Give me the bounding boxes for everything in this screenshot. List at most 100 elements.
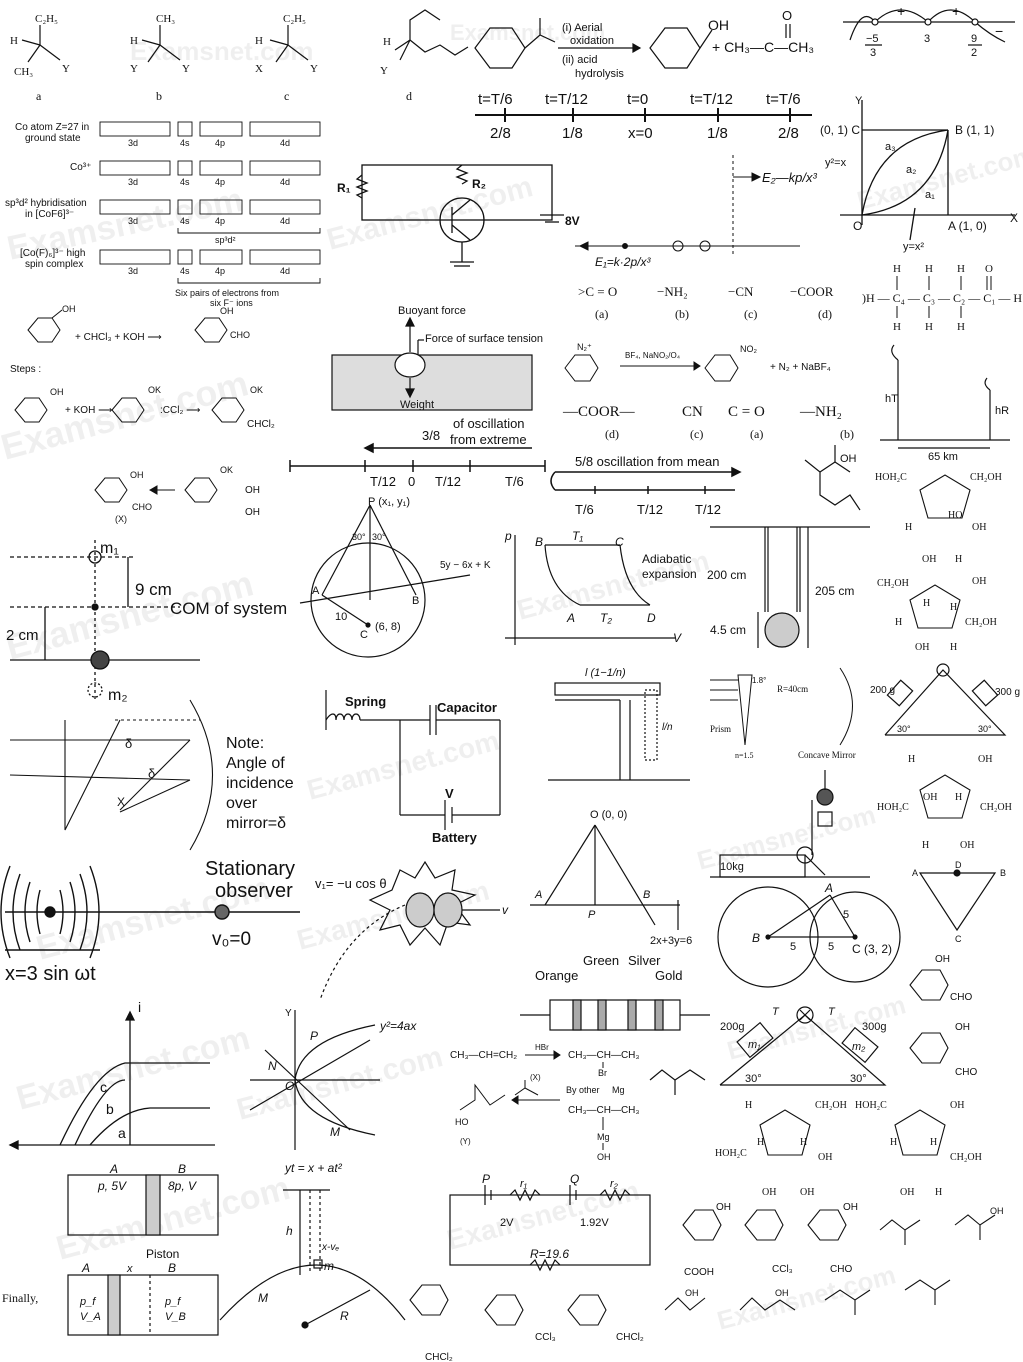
svg-text:H: H xyxy=(800,1137,807,1148)
svg-text:5: 5 xyxy=(828,941,834,953)
svg-text:By other: By other xyxy=(566,1085,600,1095)
svg-text:i: i xyxy=(138,999,141,1015)
svg-text:30°: 30° xyxy=(850,1073,867,1085)
svg-text:OH: OH xyxy=(50,387,64,397)
svg-text:Mg: Mg xyxy=(612,1085,625,1095)
svg-text:m₁: m₁ xyxy=(748,1039,761,1051)
svg-text:Y: Y xyxy=(130,63,138,75)
svg-text:p: p xyxy=(504,529,512,543)
svg-text:m₁: m₁ xyxy=(100,540,119,557)
svg-text:(d): (d) xyxy=(818,307,832,321)
svg-text:CHCl₂: CHCl₂ xyxy=(247,419,275,430)
phenoxide-row: CHCl₂ CCl₃ CHCl₂ OH OH xyxy=(409,1279,951,1362)
svg-text:1.92V: 1.92V xyxy=(580,1217,609,1229)
svg-text:Examsnet.com: Examsnet.com xyxy=(450,20,605,45)
svg-text:p_f: p_f xyxy=(164,1296,181,1308)
svg-text:A: A xyxy=(109,1162,118,1176)
svg-text:H: H xyxy=(383,36,391,48)
svg-text:V_A: V_A xyxy=(80,1311,101,1323)
svg-text:−COOR: −COOR xyxy=(790,284,834,299)
svg-text:x=3 sin ωt: x=3 sin ωt xyxy=(5,963,96,985)
svg-text:CHO: CHO xyxy=(230,330,250,340)
grignard-synthesis: CH₃—CH=CH₂ HBr CH₃—CH—CH₃ Br (X) By othe… xyxy=(450,1043,639,1162)
svg-text:CHO: CHO xyxy=(950,992,972,1003)
svg-text:δ: δ xyxy=(148,766,155,781)
svg-text:expansion: expansion xyxy=(642,567,697,581)
svg-text:t=T/6: t=T/6 xyxy=(766,91,801,108)
svg-text:OH: OH xyxy=(950,1100,964,1111)
svg-text:x=0: x=0 xyxy=(628,125,653,142)
svg-text:oxidation: oxidation xyxy=(570,35,614,47)
svg-text:Force of surface tension: Force of surface tension xyxy=(425,333,543,345)
svg-text:3: 3 xyxy=(870,47,876,59)
svg-text:4d: 4d xyxy=(280,216,290,226)
svg-text:T/6: T/6 xyxy=(505,474,524,489)
svg-text:r₁: r₁ xyxy=(520,1178,528,1190)
oscillation-ruler: 3/8 of oscillation from extreme T/12 0 T… xyxy=(289,416,742,517)
svg-text:a₃: a₃ xyxy=(885,141,896,153)
svg-text:from extreme: from extreme xyxy=(450,432,527,447)
prism-concave: 1.8° R=40cm Prism n=1.5 Concave Mirror xyxy=(710,667,856,760)
svg-text:NO₂: NO₂ xyxy=(740,344,758,354)
svg-text:OH: OH xyxy=(716,1202,731,1213)
svg-text:Capacitor: Capacitor xyxy=(437,700,497,715)
svg-text:P: P xyxy=(310,1029,318,1043)
svg-text:A: A xyxy=(312,585,320,597)
svg-text:O (0, 0): O (0, 0) xyxy=(590,809,627,821)
svg-text:Y: Y xyxy=(310,63,318,75)
svg-text:HOH₂C: HOH₂C xyxy=(877,802,909,813)
svg-text:(X): (X) xyxy=(530,1073,541,1082)
pendulum-setup: 200 cm 205 cm 4.5 cm xyxy=(707,526,870,648)
svg-text:a₂: a₂ xyxy=(906,164,916,176)
svg-text:Spring: Spring xyxy=(345,694,386,709)
svg-text:(X): (X) xyxy=(115,514,127,524)
svg-text:O: O xyxy=(285,1079,294,1093)
svg-text:c: c xyxy=(284,89,289,103)
svg-text:(c): (c) xyxy=(744,307,757,321)
svg-text:B (1, 1): B (1, 1) xyxy=(955,123,994,137)
svg-text:0: 0 xyxy=(408,474,415,489)
spring-capacitor: Spring Capacitor V Battery xyxy=(325,690,501,845)
svg-text:4s: 4s xyxy=(180,138,190,148)
svg-text:2V: 2V xyxy=(500,1217,514,1229)
explosion-shell: v₁= −u cos θ v xyxy=(315,860,509,1001)
svg-text:OH: OH xyxy=(960,840,974,851)
svg-text:M: M xyxy=(258,1291,268,1305)
svg-text:Examsnet.com: Examsnet.com xyxy=(304,725,503,806)
svg-text:30°: 30° xyxy=(978,724,992,734)
svg-text:Examsnet.com: Examsnet.com xyxy=(130,36,314,66)
svg-text:OH: OH xyxy=(923,792,937,803)
svg-text:T/12: T/12 xyxy=(435,474,461,489)
svg-text:1/8: 1/8 xyxy=(562,125,583,142)
svg-text:V: V xyxy=(673,631,682,645)
svg-text:C₂H₅: C₂H₅ xyxy=(283,13,306,25)
svg-text:300 g: 300 g xyxy=(995,687,1020,698)
cobalt-orbitals: Co atom Z=27 in ground state Co³⁺ sp³d² … xyxy=(5,121,321,308)
svg-text:H: H xyxy=(908,754,915,765)
svg-text:(ii) acid: (ii) acid xyxy=(562,54,597,66)
svg-text:COOH: COOH xyxy=(684,1267,714,1278)
antenna-towers: hT hR 65 km xyxy=(880,344,1010,463)
svg-text:3: 3 xyxy=(924,33,930,45)
svg-text:3d: 3d xyxy=(128,177,138,187)
svg-text:t=T/6: t=T/6 xyxy=(478,91,513,108)
svg-text:ground state: ground state xyxy=(25,133,81,144)
svg-text:Silver: Silver xyxy=(628,953,661,968)
svg-text:Examsnet.com: Examsnet.com xyxy=(714,1259,899,1335)
svg-text:B: B xyxy=(412,595,419,607)
svg-text:H: H xyxy=(930,1137,937,1148)
svg-text:CH₃—CH—CH₃: CH₃—CH—CH₃ xyxy=(568,1050,639,1061)
svg-text:H: H xyxy=(957,321,965,333)
svg-text:δ: δ xyxy=(125,736,132,751)
svg-text:4p: 4p xyxy=(215,216,225,226)
svg-text:4d: 4d xyxy=(280,266,290,276)
svg-text:Stationary: Stationary xyxy=(205,858,295,880)
svg-text:(i) Aerial: (i) Aerial xyxy=(562,22,602,34)
svg-text:30°: 30° xyxy=(372,532,386,542)
svg-text:x-vₑ: x-vₑ xyxy=(321,1242,339,1253)
svg-text:OH: OH xyxy=(775,1288,789,1298)
resistor-bands: Orange Green Silver Gold xyxy=(520,953,710,1031)
butanal-structure: )H — C₄ — C₃ — C₂ — C₁ — H H H H O H H H xyxy=(862,263,1022,333)
svg-text:2/8: 2/8 xyxy=(490,125,511,142)
svg-text:OH: OH xyxy=(990,1206,1004,1216)
